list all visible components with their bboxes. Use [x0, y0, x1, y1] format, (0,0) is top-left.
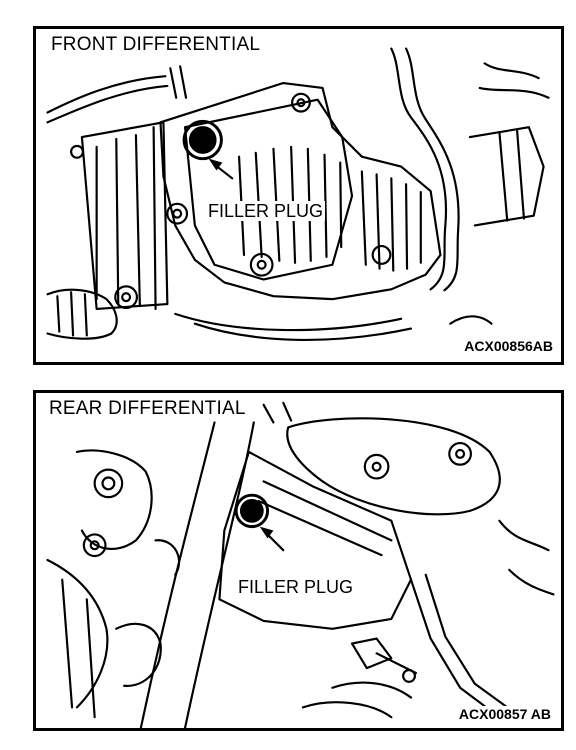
filler-plug-label: FILLER PLUG: [236, 577, 356, 597]
front-differential-drawing: [46, 47, 550, 341]
figure-title: FRONT DIFFERENTIAL: [48, 35, 264, 55]
front-differential-figure: FRONT DIFFERENTIAL FILLER PLUG ACX00856A…: [33, 26, 564, 365]
rear-differential-figure: REAR DIFFERENTIAL FILLER PLUG ACX00857 A…: [33, 390, 564, 731]
rear-differential-drawing: [46, 401, 555, 728]
figure-title: REAR DIFFERENTIAL: [46, 399, 249, 419]
figure-code: ACX00857 AB: [456, 706, 553, 722]
figure-code: ACX00856AB: [462, 338, 555, 354]
filler-plug-label: FILLER PLUG: [206, 201, 326, 221]
